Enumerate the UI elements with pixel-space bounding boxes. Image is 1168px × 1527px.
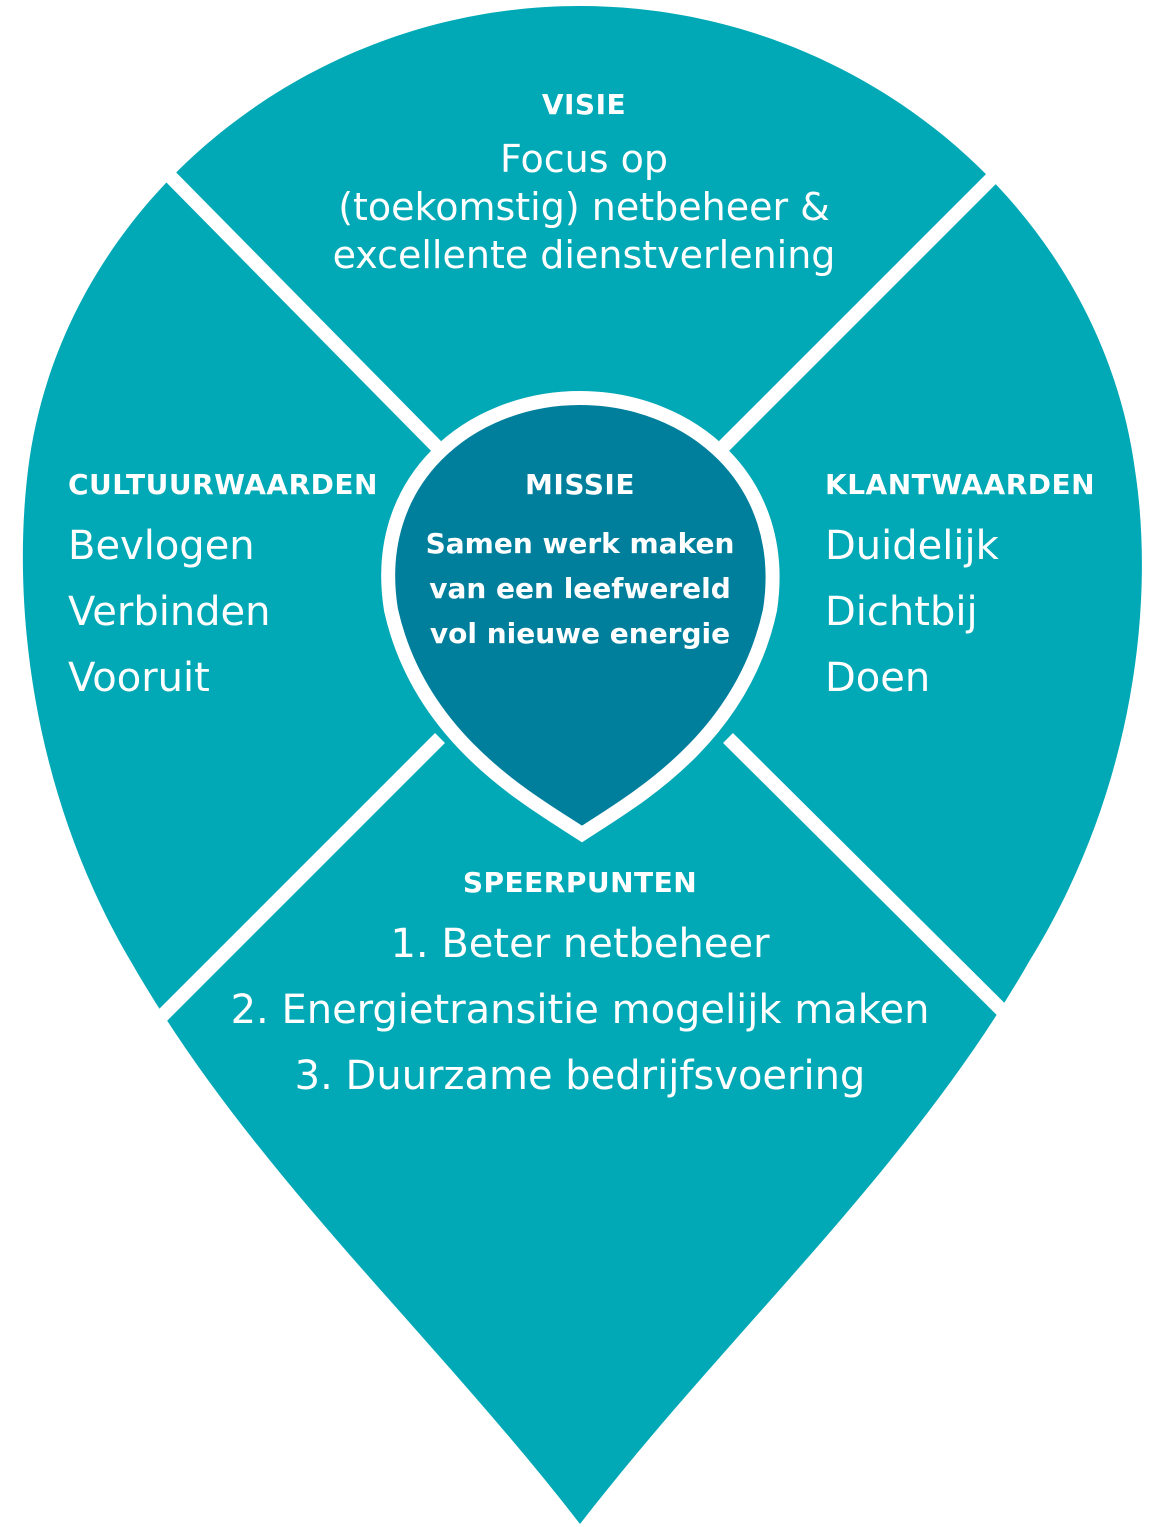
divider-top-left [85,90,445,455]
visie-line: (toekomstig) netbeheer & [338,185,830,229]
klantwaarden-heading: KLANTWAARDEN [825,468,1096,501]
missie-line: van een leefwereld [429,572,731,605]
klantwaarden-item: Duidelijk [825,523,999,569]
klantwaarden-item: Dichtbij [825,589,978,635]
missie-line: vol nieuwe energie [429,617,731,650]
speerpunten-section: SPEERPUNTEN 1. Beter netbeheer 2. Energi… [180,866,980,1109]
visie-heading: VISIE [541,88,627,121]
missie-heading: MISSIE [525,468,635,501]
speerpunten-heading: SPEERPUNTEN [462,866,698,899]
divider-top-right [717,90,1080,453]
divider-bottom-left [105,733,445,1073]
speerpunten-item: 1. Beter netbeheer [390,921,770,967]
visie-line: Focus op [500,137,668,181]
cultuurwaarden-item: Verbinden [68,589,271,635]
visie-section: VISIE Focus op (toekomstig) netbeheer & … [234,88,934,279]
cultuurwaarden-heading: CULTUURWAARDEN [68,468,378,501]
cultuurwaarden-section: CULTUURWAARDEN Bevlogen Verbinden Voorui… [68,468,398,711]
mission-drop [381,390,780,843]
missie-line: Samen werk maken [425,527,735,560]
cultuurwaarden-item: Bevlogen [68,523,255,569]
speerpunten-item: 2. Energietransitie mogelijk maken [230,987,930,1033]
missie-section: MISSIE Samen werk maken van een leefwere… [400,468,760,656]
speerpunten-item: 3. Duurzame bedrijfsvoering [294,1053,866,1099]
divider-bottom-right [723,733,1065,1073]
cultuurwaarden-item: Vooruit [68,655,210,701]
klantwaarden-item: Doen [825,655,931,701]
visie-line: excellente dienstverlening [332,233,836,277]
klantwaarden-section: KLANTWAARDEN Duidelijk Dichtbij Doen [825,468,1145,711]
